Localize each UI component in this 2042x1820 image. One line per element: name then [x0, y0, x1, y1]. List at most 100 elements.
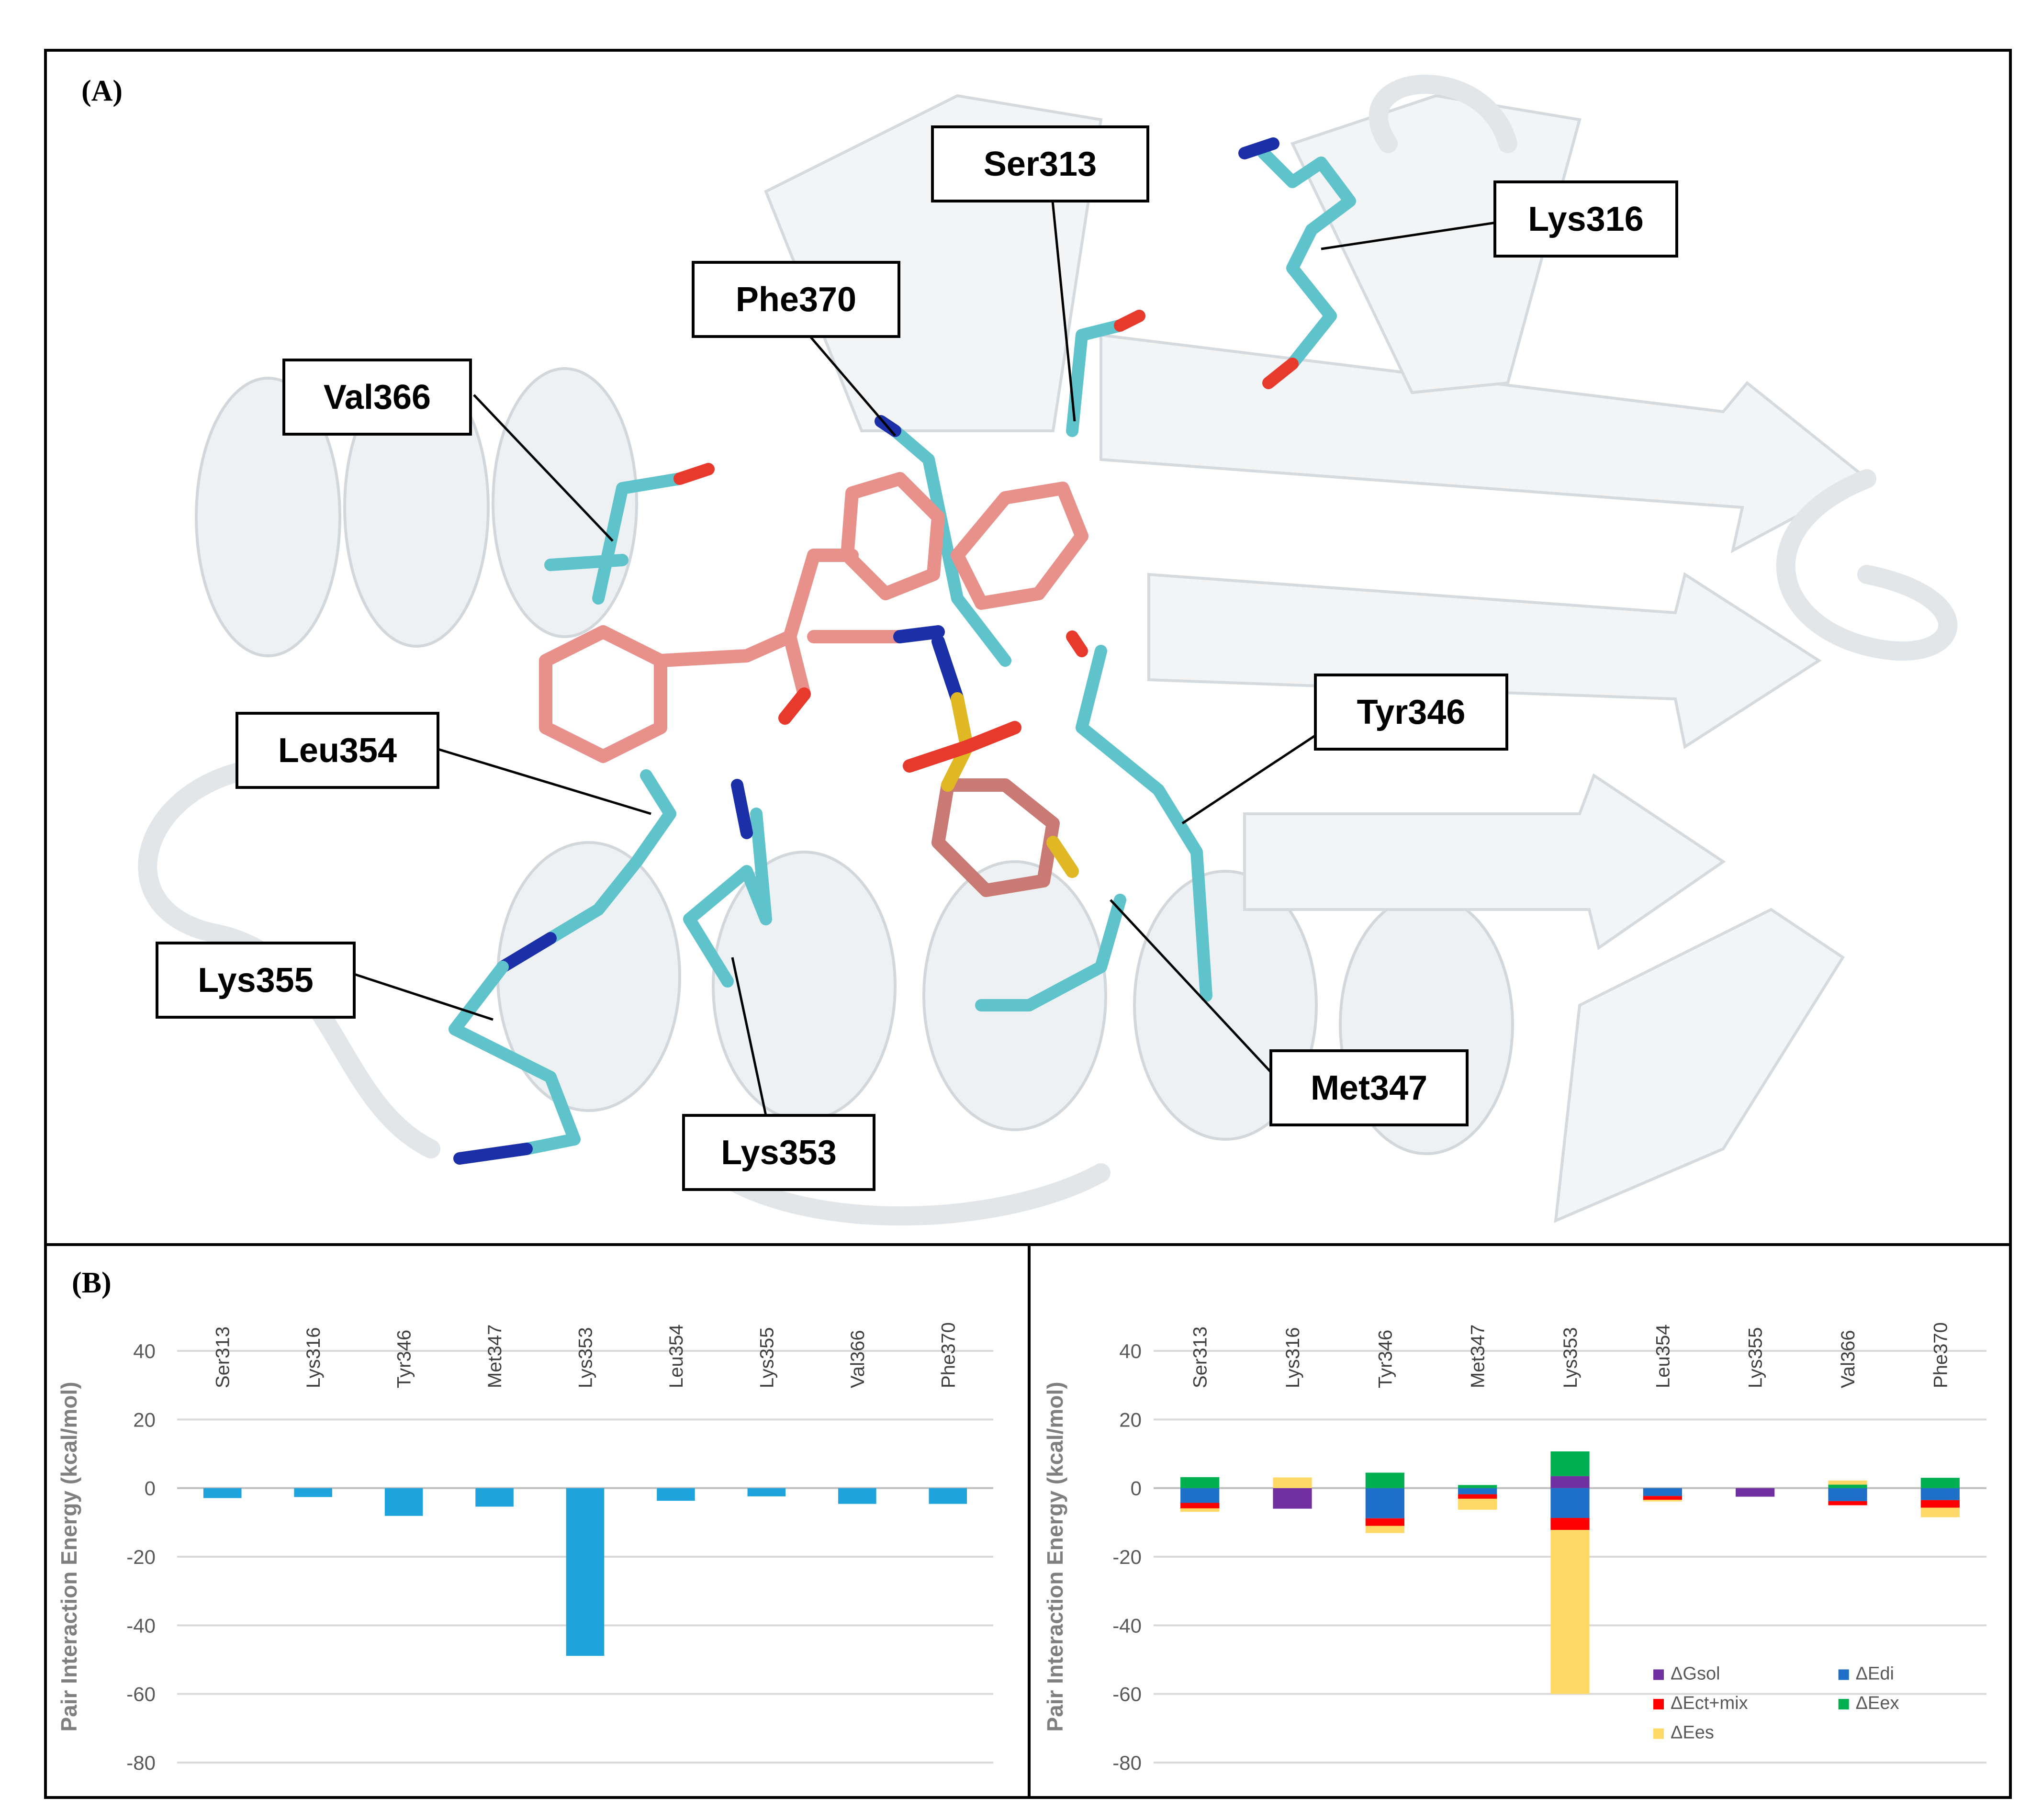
- bar-Lys355: [747, 1488, 786, 1496]
- bar-segment-es: [1458, 1498, 1497, 1510]
- bar-segment-es: [1920, 1507, 1960, 1517]
- bar-segment-edi: [1828, 1488, 1867, 1501]
- bar-segment-ectmix: [1828, 1501, 1867, 1505]
- ligand-n-2: [931, 635, 964, 706]
- category-label: Val366: [1838, 1330, 1859, 1388]
- bar-segment-es: [1180, 1508, 1220, 1512]
- legend-swatch-gsol: [1653, 1669, 1664, 1680]
- val366-branch: [544, 554, 628, 571]
- label-met347-box: [1269, 1049, 1469, 1126]
- category-label: Val366: [847, 1330, 868, 1388]
- lys355-nz: [453, 1143, 533, 1165]
- label-lys355-box: [156, 942, 356, 1019]
- ligand-carbonyl: [783, 630, 811, 701]
- category-label: Leu354: [666, 1325, 687, 1388]
- y-axis-label: Pair Interaction Energy (kcal/mol): [1043, 1382, 1067, 1731]
- residue-labels: Ser313 Lys316 Phe370 Val366 Leu354 Tyr34…: [156, 125, 1678, 1191]
- panel-a-label: (A): [81, 75, 123, 107]
- bar-segment-edi: [1550, 1488, 1590, 1518]
- label-tyr346: Tyr346: [1314, 674, 1508, 751]
- bar-segment-edi: [1180, 1488, 1220, 1503]
- y-tick-label: 0: [1131, 1477, 1142, 1500]
- label-val366-text: Val366: [324, 378, 431, 416]
- bar-segment-edi: [1365, 1488, 1404, 1518]
- ligand-sticks: [539, 472, 1088, 897]
- ligand-ring-4: [931, 778, 1060, 897]
- ligand-sulfonyl-o1: [903, 740, 974, 773]
- label-phe370: Phe370: [692, 261, 900, 338]
- met347-stick: [975, 894, 1126, 1011]
- bar-segment-ex: [1920, 1478, 1960, 1488]
- bar-segment-ex: [1180, 1477, 1220, 1488]
- bar-Met347: [475, 1488, 514, 1507]
- bar-segment-ex: [1828, 1484, 1867, 1488]
- legend-swatch-es: [1653, 1728, 1664, 1739]
- category-label: Met347: [1468, 1325, 1489, 1388]
- bar-segment-edi: [1643, 1488, 1682, 1496]
- legend-swatch-ex: [1838, 1699, 1849, 1710]
- bar-segment-edi: [1458, 1488, 1497, 1494]
- lys316-stick: [1257, 147, 1356, 236]
- y-tick-label: -80: [1112, 1752, 1142, 1774]
- bar-segment-ectmix: [1365, 1518, 1404, 1526]
- label-lys353: Lys353: [682, 1114, 875, 1191]
- y-tick-label: -20: [126, 1546, 156, 1568]
- category-label: Lys355: [756, 1327, 777, 1389]
- lys355-stick: [449, 961, 581, 1155]
- bar-segment-edi: [1920, 1488, 1960, 1500]
- bar-segment-ectmix: [1458, 1494, 1497, 1499]
- beta-strand-2: [1147, 572, 1822, 749]
- category-label: Met347: [484, 1325, 505, 1388]
- y-tick-label: -20: [1112, 1546, 1142, 1568]
- category-label: Lys353: [1560, 1327, 1581, 1389]
- bar-Leu354: [657, 1488, 695, 1501]
- label-lys353-box: [682, 1114, 875, 1191]
- category-label: Phe370: [1930, 1322, 1951, 1388]
- category-label: Ser313: [213, 1326, 234, 1388]
- y-tick-label: 40: [1119, 1340, 1142, 1362]
- panel-b-right-frame: [1028, 1243, 2012, 1799]
- helix-bottom-turn-3: [922, 860, 1107, 1131]
- phe370-leader: [808, 334, 896, 437]
- category-label: Lys355: [1745, 1327, 1766, 1389]
- loop-right: [1776, 469, 1958, 661]
- legend-label-gsol: ΔGsol: [1671, 1663, 1720, 1684]
- loop-top: [1369, 75, 1517, 153]
- bar-segment-es: [1828, 1480, 1867, 1485]
- y-tick-label: -40: [126, 1614, 156, 1637]
- y-tick-label: 0: [145, 1477, 156, 1500]
- category-label: Phe370: [938, 1322, 959, 1388]
- lys316-n: [1238, 137, 1279, 159]
- y-tick-label: -80: [126, 1752, 156, 1774]
- bar-segment-ex: [1365, 1472, 1404, 1488]
- category-label: Tyr346: [394, 1330, 415, 1388]
- bar-Tyr346: [384, 1488, 423, 1516]
- beta-strand-3: [1243, 773, 1726, 950]
- leu354-leader: [438, 748, 651, 815]
- label-ser313-box: [931, 125, 1149, 202]
- ligand-carbonyl-o: [778, 687, 811, 725]
- label-val366-box: [282, 359, 472, 436]
- y-tick-label: 20: [1119, 1408, 1142, 1431]
- bar-segment-ectmix: [1550, 1518, 1590, 1530]
- met347-leader: [1110, 899, 1274, 1076]
- leader-lines: [354, 196, 1496, 1116]
- bar-segment-ectmix: [1920, 1500, 1960, 1508]
- bar-Ser313: [203, 1488, 242, 1498]
- helix-bottom-turn-2: [712, 851, 897, 1122]
- ligand-ring-3: [951, 482, 1088, 610]
- bar-Phe370: [929, 1488, 967, 1504]
- lys355-n: [496, 932, 557, 973]
- category-label: Lys316: [303, 1327, 324, 1389]
- ligand-thioether: [1046, 836, 1079, 878]
- lys353-leader: [731, 957, 767, 1116]
- label-tyr346-text: Tyr346: [1357, 693, 1466, 731]
- category-label: Tyr346: [1375, 1330, 1396, 1388]
- y-tick-label: 40: [133, 1340, 156, 1362]
- legend-label-es: ΔEes: [1671, 1723, 1714, 1743]
- val366-leader: [473, 394, 614, 542]
- loop-left: [138, 756, 440, 1158]
- lys316-o: [1262, 358, 1299, 389]
